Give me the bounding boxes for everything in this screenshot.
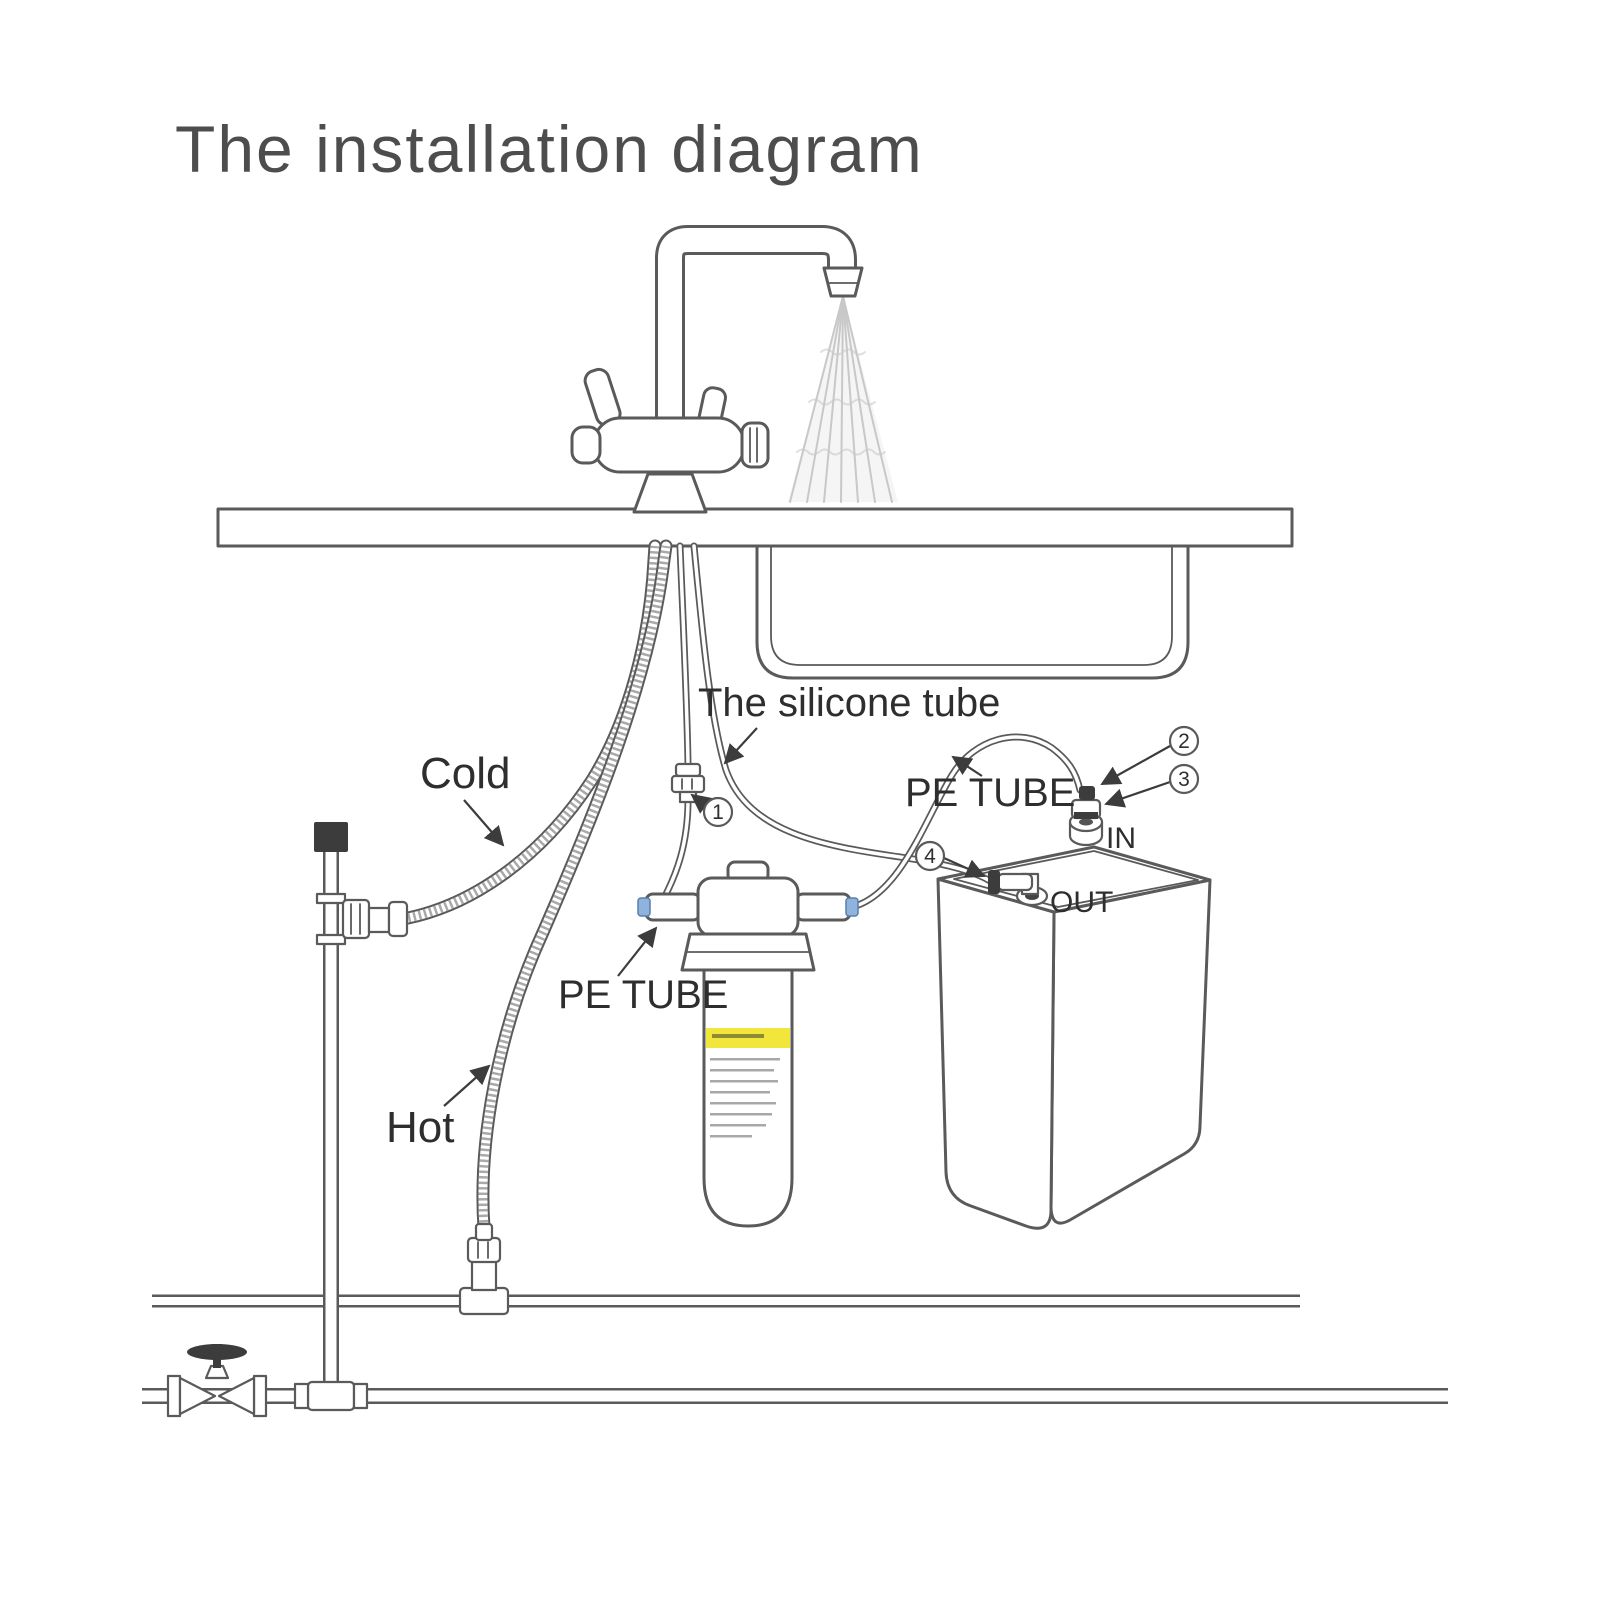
faucet-base <box>632 472 708 514</box>
filter-inlet-fitting <box>637 897 651 917</box>
svg-text:Hot: Hot <box>386 1103 454 1152</box>
faucet-nozzle <box>822 266 864 298</box>
svg-text:3: 3 <box>1178 768 1190 791</box>
tank-right-face <box>1049 878 1212 1225</box>
hot-tee-valve <box>458 1222 510 1316</box>
svg-text:4: 4 <box>924 845 936 868</box>
pe-tube-left-arrow <box>617 926 658 977</box>
sink <box>755 544 1190 680</box>
filter-head <box>696 876 800 938</box>
svg-text:1: 1 <box>712 801 724 824</box>
tank-out-port <box>988 870 1049 907</box>
callout-4: 4 <box>914 840 986 878</box>
svg-text:IN: IN <box>1106 822 1136 855</box>
label-cold: Cold <box>420 749 511 847</box>
callout-2: 2 <box>1100 725 1200 785</box>
label-hot: Hot <box>386 1064 491 1152</box>
svg-text:Cold: Cold <box>420 749 511 798</box>
tank-front-face <box>936 877 1056 1230</box>
filter-outlet-port <box>794 892 852 922</box>
faucet-body <box>592 416 746 474</box>
callout-3: 3 <box>1104 763 1200 808</box>
page-title: The installation diagram <box>175 112 924 186</box>
cold-arrow <box>463 799 505 847</box>
faucet-right-cap <box>740 421 770 469</box>
faucet-left-cap <box>570 425 602 465</box>
pe-tube-right-arrow <box>951 755 983 777</box>
hot-hose <box>476 539 673 1235</box>
pe-tube-faucet-to-filter <box>660 542 692 902</box>
tank <box>936 845 1212 1230</box>
label-silicone-tube: The silicone tube <box>698 681 1000 765</box>
cold-valve <box>315 892 409 946</box>
filter-outlet-fitting <box>845 897 859 917</box>
silicone-tube-arrow <box>723 727 758 765</box>
pipe-end-cap <box>314 822 348 852</box>
inline-fitting-1 <box>670 762 706 804</box>
filter-inlet-port <box>644 892 702 922</box>
valve-handwheel <box>187 1344 247 1360</box>
cold-riser-bottom-tee <box>293 1380 369 1412</box>
svg-text:PE TUBE: PE TUBE <box>558 973 728 1017</box>
water-filter <box>637 860 859 1228</box>
tank-top-face <box>936 845 1212 914</box>
tank-in-port <box>1068 786 1104 847</box>
label-in: IN <box>1106 822 1136 855</box>
water-spray <box>788 295 898 503</box>
svg-text:The silicone tube: The silicone tube <box>698 681 1000 725</box>
faucet <box>570 225 864 514</box>
svg-text:OUT: OUT <box>1050 886 1113 919</box>
countertop <box>216 507 1294 548</box>
hot-arrow <box>443 1064 491 1107</box>
callout-1: 1 <box>690 793 734 828</box>
label-out: OUT <box>1050 886 1113 919</box>
gate-valve <box>166 1344 268 1418</box>
pe-tube-filter-to-tank <box>848 733 1084 911</box>
label-pe-tube-right: PE TUBE <box>905 755 1075 815</box>
filter-fine-print <box>710 1058 780 1138</box>
svg-text:PE TUBE: PE TUBE <box>905 771 1075 815</box>
svg-text:2: 2 <box>1178 730 1190 753</box>
label-pe-tube-left: PE TUBE <box>558 926 728 1017</box>
